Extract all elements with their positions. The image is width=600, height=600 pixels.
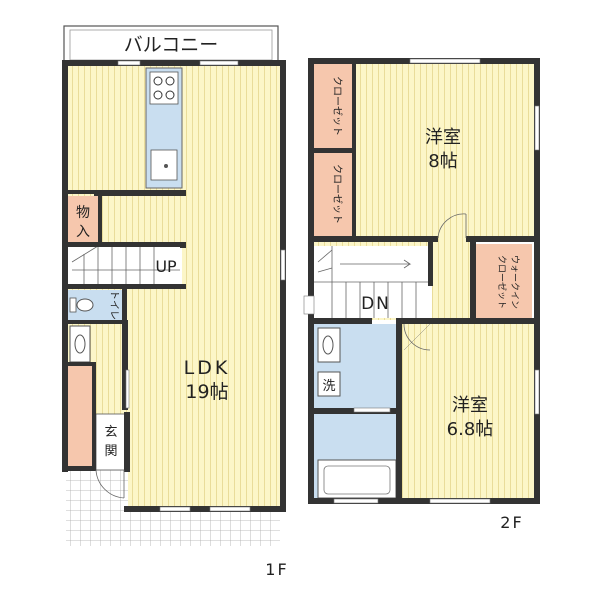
toilet-label: トイレ: [108, 290, 119, 320]
kitchen-sink: [150, 149, 178, 181]
room-6-8jo: [400, 322, 534, 500]
balcony-label: バルコニー: [124, 34, 219, 56]
closet-upper-label: クローゼット: [331, 76, 343, 136]
storage-label-2: 入: [76, 224, 90, 240]
shoe-closet: [68, 366, 94, 466]
room-6-8jo-size-label: 6.8帖: [447, 419, 494, 440]
room-8jo-size-label: 8帖: [428, 151, 457, 172]
walkin-label-2: クローゼット: [496, 255, 508, 309]
balcony: [63, 25, 279, 63]
closet-lower-label: クローゼット: [331, 164, 343, 224]
stairs-up-label: UP: [155, 257, 177, 276]
ldk-size-label: 19帖: [185, 381, 228, 403]
stairs-down-label: DN: [361, 294, 391, 314]
floor-1f-label: 1F: [265, 560, 288, 579]
porch-deck: [124, 508, 280, 546]
wash-basin-1f: [69, 325, 91, 363]
walkin-label-1: ウォークイン: [509, 255, 520, 309]
closet-upper: [314, 64, 354, 148]
room-6-8jo-label: 洋室: [452, 395, 488, 416]
stove: [149, 71, 179, 105]
entrance-label-2: 関: [104, 444, 117, 459]
washroom-label: 洗: [322, 379, 335, 394]
genkan: [95, 413, 129, 471]
ldk-label: LDK: [184, 357, 231, 379]
floor-2f: クローゼット クローゼット 洋室 8帖 ウォークイン クローゼット DN 洗 洋…: [303, 58, 540, 532]
floor-1f: バルコニー 物 入 UP トイレ LDK 19帖 玄 関 1F: [62, 25, 288, 579]
storage-label-1: 物: [76, 205, 90, 221]
floor-2f-label: 2F: [500, 513, 523, 532]
entrance-label-1: 玄: [104, 425, 117, 440]
entrance-deck: [66, 470, 128, 546]
room-8jo-label: 洋室: [425, 127, 461, 148]
closet-lower: [314, 152, 354, 236]
storage-closet: [66, 196, 100, 244]
wash-basin-2f: [317, 327, 341, 363]
walk-in-closet: [476, 244, 532, 320]
washing-machine: [317, 371, 341, 397]
